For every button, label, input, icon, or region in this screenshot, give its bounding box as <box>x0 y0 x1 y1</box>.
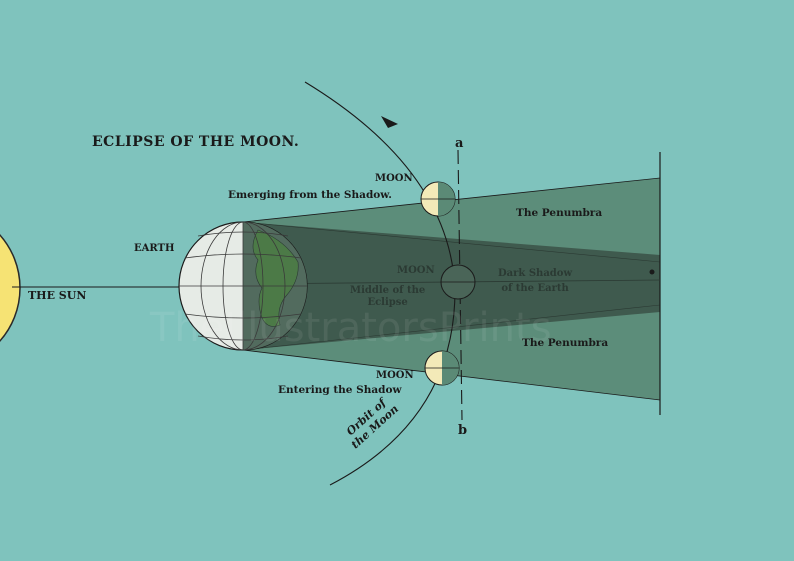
sun-disc <box>0 208 20 368</box>
moon-middle-label: MOON <box>397 265 435 276</box>
dark-shadow-label: Dark Shadow of the Earth <box>498 266 572 296</box>
penumbra-top-label: The Penumbra <box>516 207 602 219</box>
sun-label: THE SUN <box>28 289 86 302</box>
watermark: TheIllustratorsPrints <box>150 305 552 351</box>
moon-middle-caption-line1: Middle of the <box>350 285 425 297</box>
marker-a-label: a <box>455 136 463 151</box>
moon-middle-caption-line2: Eclipse <box>350 297 425 309</box>
penumbra-bottom-label: The Penumbra <box>522 337 608 349</box>
dark-shadow-line1: Dark Shadow <box>498 266 572 281</box>
dark-shadow-line2: of the Earth <box>498 281 572 296</box>
diagram-title: ECLIPSE OF THE MOON. <box>92 134 299 150</box>
marker-b-label: b <box>458 423 467 438</box>
moon-emerging-caption: Emerging from the Shadow. <box>228 189 392 201</box>
moon-middle <box>441 265 475 299</box>
moon-entering-label: MOON <box>376 370 414 381</box>
orbit-arrow-icon <box>381 116 398 128</box>
moon-entering <box>425 351 459 385</box>
earth-label: EARTH <box>134 243 174 254</box>
moon-emerging <box>421 182 455 216</box>
axis-end-dot <box>650 270 655 275</box>
moon-emerging-label: MOON <box>375 173 413 184</box>
moon-middle-caption: Middle of the Eclipse <box>350 285 425 309</box>
